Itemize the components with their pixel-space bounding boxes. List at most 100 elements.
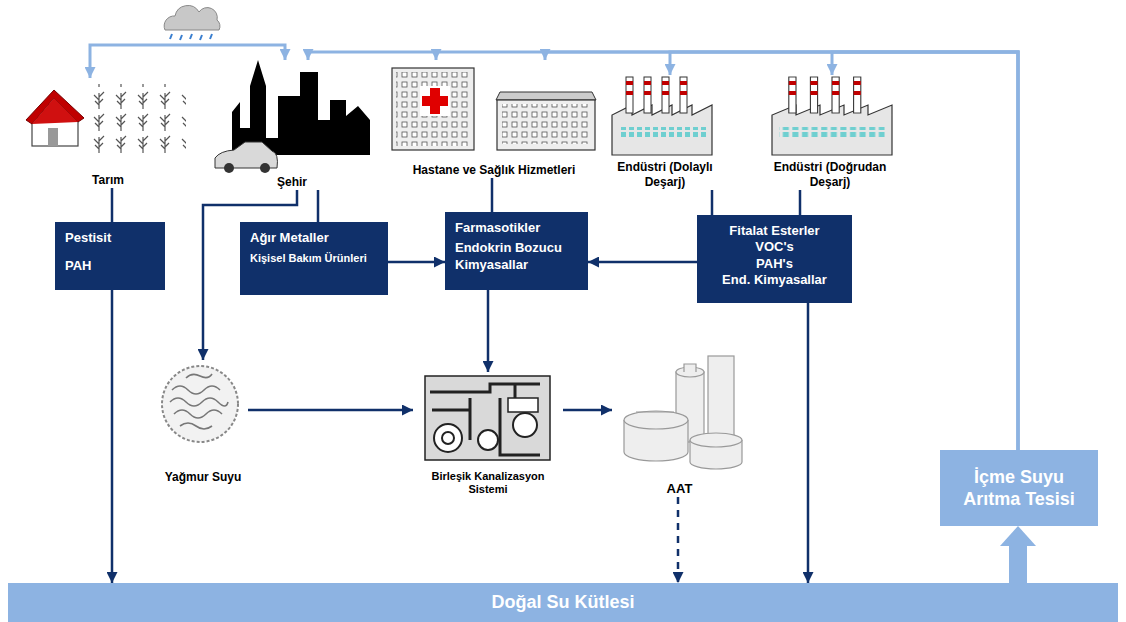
hospital-illustration: [497, 100, 595, 150]
rain-cloud: [164, 6, 220, 40]
farm-illustration: [26, 90, 84, 124]
node-label: Yağmur Suyu: [165, 470, 242, 485]
sewer-illustration: [425, 376, 550, 460]
process-icon: AAT: [612, 352, 747, 497]
pollutant-box: Fitalat EsterlerVOC'sPAH'sEnd. Kimyasall…: [697, 215, 852, 303]
flow-connector: [807, 303, 810, 583]
factory-illustration: [789, 77, 796, 113]
flow-connector: [1009, 546, 1027, 583]
hospital-illustration: [496, 92, 596, 100]
source-icon: Hastane ve Sağlık Hizmetleri: [388, 60, 600, 178]
hospital-illustration: [420, 86, 450, 116]
factory-illustration: [810, 91, 817, 95]
flow-connector: [677, 497, 680, 583]
treatment-plant-illustration: [684, 364, 696, 372]
node-label: Şehir: [277, 175, 307, 190]
rain-cloud: [170, 34, 212, 40]
factory-illustration: [789, 91, 796, 95]
factory-illustration: [772, 77, 892, 155]
treatment-plant-illustration: [624, 356, 742, 469]
flow-connector: [248, 409, 413, 412]
pollutant-box: FarmasotiklerEndokrin Bozucu Kimyasallar: [445, 212, 588, 290]
node-label: Tarım: [92, 173, 124, 188]
rain-pipe: [190, 45, 285, 60]
flow-connector: [491, 178, 494, 212]
farm-illustration: [48, 128, 58, 146]
factory-illustration: [832, 81, 839, 85]
node-label: Birleşik Kanalizasyon Sistemi: [413, 470, 563, 498]
factory-illustration: [789, 81, 796, 85]
treatment-plant-illustration: [636, 411, 674, 412]
factory-illustration: [832, 77, 839, 113]
factory-illustration: [644, 77, 651, 113]
rain-pipe: [90, 45, 436, 78]
factory-illustration: [662, 81, 669, 85]
hospital-illustration: [392, 68, 474, 150]
sewer-illustration: [430, 384, 540, 455]
node-label: AAT: [667, 481, 693, 497]
rainwater-illustration: [170, 386, 228, 429]
node-text: Kişisel Bakım Ürünleri: [250, 252, 378, 266]
node-text: Fitalat Esterler: [707, 223, 842, 239]
sewer-illustration: [508, 398, 538, 412]
treatment-plant-illustration: [624, 411, 688, 429]
hospital-illustration: [396, 72, 470, 146]
flow-connector: [545, 52, 1018, 450]
factory-illustration: [662, 77, 669, 113]
source-icon: Şehir: [212, 60, 372, 190]
factory-illustration: [854, 77, 861, 113]
hospital-illustration: [502, 104, 590, 144]
factory-illustration: [854, 91, 861, 95]
node-text: İçme Suyu Arıtma Tesisi: [950, 466, 1088, 511]
farm-illustration: [32, 98, 78, 124]
city-illustration: [260, 163, 270, 173]
factory-illustration: [680, 77, 687, 113]
node-text: Pestisit: [65, 230, 155, 246]
factory-illustration: [662, 91, 669, 95]
factory-illustration: [644, 81, 651, 85]
flow-connector: [487, 290, 490, 372]
flow-connector: [111, 188, 114, 222]
node-text: PAH's: [707, 256, 842, 272]
city-illustration: [215, 60, 370, 173]
hospital-illustration: [422, 96, 448, 106]
water-body-band: Doğal Su Kütlesi: [8, 583, 1118, 622]
factory-illustration: [626, 91, 633, 95]
treatment-plant-illustration: [690, 433, 742, 447]
factory-illustration: [854, 81, 861, 85]
pollutant-box: Ağır MetallerKişisel Bakım Ürünleri: [240, 222, 388, 295]
source-icon: Endüstri (Dolaylı Deşarj): [605, 75, 725, 190]
flow-connector: [670, 52, 1018, 450]
factory-illustration: [779, 127, 885, 137]
node-text: Farmasotikler: [455, 220, 578, 236]
farm-illustration: [26, 84, 186, 156]
rain-pipe: [90, 45, 190, 78]
treatment-box: İçme Suyu Arıtma Tesisi: [940, 450, 1098, 526]
factory-illustration: [644, 91, 651, 95]
flow-connector: [711, 190, 714, 215]
sewer-illustration: [442, 432, 454, 444]
node-text: End. Kimyasallar: [707, 272, 842, 288]
node-text: PAH: [65, 258, 155, 274]
factory-illustration: [612, 77, 712, 155]
rainwater-illustration: [162, 366, 238, 442]
pollutant-box: PestisitPAH: [55, 222, 165, 290]
city-illustration: [232, 60, 370, 155]
node-label: Hastane ve Sağlık Hizmetleri: [413, 163, 576, 178]
sewer-illustration: [425, 376, 550, 460]
factory-illustration: [626, 81, 687, 95]
rainwater-illustration: [186, 374, 212, 378]
process-icon: Yağmur Suyu: [158, 360, 248, 485]
flow-connector: [832, 52, 1018, 450]
factory-illustration: [680, 81, 687, 85]
source-icon: Tarım: [28, 80, 188, 188]
hospital-illustration: [392, 68, 596, 150]
node-text: Doğal Su Kütlesi: [491, 591, 634, 614]
node-text: VOC's: [707, 239, 842, 255]
sewer-illustration: [513, 413, 537, 437]
factory-illustration: [789, 77, 861, 113]
flow-connector: [588, 261, 697, 264]
